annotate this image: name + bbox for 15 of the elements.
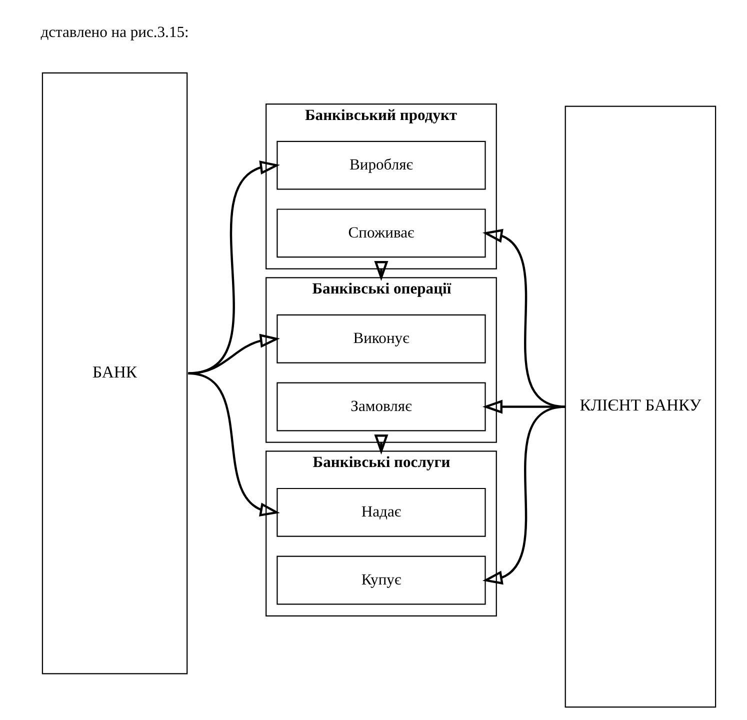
node-box: Виробляє <box>276 140 486 190</box>
node-box: Надає <box>276 488 486 537</box>
arrow <box>374 260 388 282</box>
arrow <box>482 406 566 585</box>
arrow <box>374 434 388 455</box>
node-box: Виконує <box>276 314 486 364</box>
arrow <box>188 160 280 374</box>
label: дставлено на рис.3.15: <box>40 24 188 42</box>
arrow <box>188 372 280 517</box>
node-box: КЛІЄНТ БАНКУ <box>564 106 716 708</box>
node-box: Замовляє <box>276 382 486 432</box>
node-box: БАНК <box>41 72 188 674</box>
node-box: Купує <box>276 556 486 605</box>
node-box: Споживає <box>276 208 486 258</box>
arrow <box>188 334 280 374</box>
